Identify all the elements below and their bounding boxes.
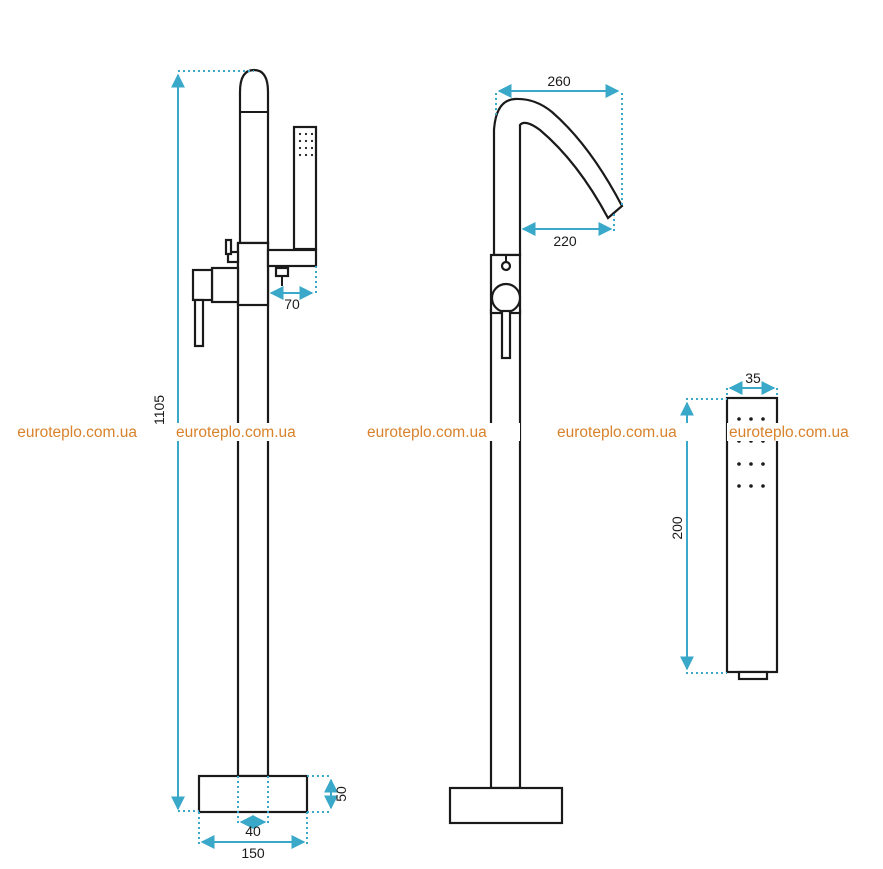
mixer-body bbox=[236, 241, 270, 307]
spray-holes-small bbox=[298, 132, 314, 157]
column-pipe bbox=[489, 308, 522, 790]
height-label: 1105 bbox=[151, 395, 167, 425]
front-view-faucet bbox=[448, 97, 624, 825]
watermark-row: euroteplo.com.ua euroteplo.com.ua eurote… bbox=[0, 423, 883, 441]
watermark-text: euroteplo.com.ua bbox=[729, 424, 849, 441]
holder-arm bbox=[266, 248, 318, 268]
watermark-text: euroteplo.com.ua bbox=[176, 424, 296, 441]
hose-connector bbox=[274, 266, 290, 278]
lever-hub bbox=[490, 282, 522, 314]
spout-inner-label: 220 bbox=[553, 233, 577, 249]
watermark-text: euroteplo.com.ua bbox=[367, 424, 487, 441]
front-view-dimensions: 260 220 bbox=[495, 73, 623, 249]
diverter-knob bbox=[224, 238, 233, 256]
offset-label: 70 bbox=[284, 296, 300, 312]
width-label: 35 bbox=[745, 370, 761, 386]
lever-handle bbox=[500, 309, 512, 360]
lever-hub bbox=[191, 268, 214, 302]
base-height-label: 50 bbox=[333, 786, 349, 802]
spout-top bbox=[238, 68, 270, 245]
spout-reach-label: 260 bbox=[547, 73, 571, 89]
base-plate bbox=[197, 774, 309, 814]
base-width-label: 150 bbox=[241, 845, 265, 861]
watermark-text: euroteplo.com.ua bbox=[17, 424, 137, 441]
side-view-faucet bbox=[191, 68, 318, 814]
curved-spout bbox=[492, 97, 624, 257]
hand-shower-body bbox=[725, 396, 779, 674]
hand-shower-dimensions: 35 200 bbox=[669, 370, 778, 674]
cartridge bbox=[210, 266, 240, 304]
base-plate bbox=[448, 786, 564, 825]
length-label: 200 bbox=[669, 516, 685, 540]
diverter-knob bbox=[500, 260, 512, 272]
side-view-dimensions: 1105 70 50 40 150 bbox=[151, 70, 349, 861]
hand-shower bbox=[292, 125, 318, 251]
watermark-text: euroteplo.com.ua bbox=[557, 424, 677, 441]
hand-shower-detail bbox=[725, 396, 779, 681]
diverter-base bbox=[226, 250, 240, 264]
hose-connector bbox=[737, 670, 769, 681]
pipe-label: 40 bbox=[245, 823, 261, 839]
lever-handle bbox=[193, 298, 205, 348]
column-pipe bbox=[236, 241, 270, 778]
